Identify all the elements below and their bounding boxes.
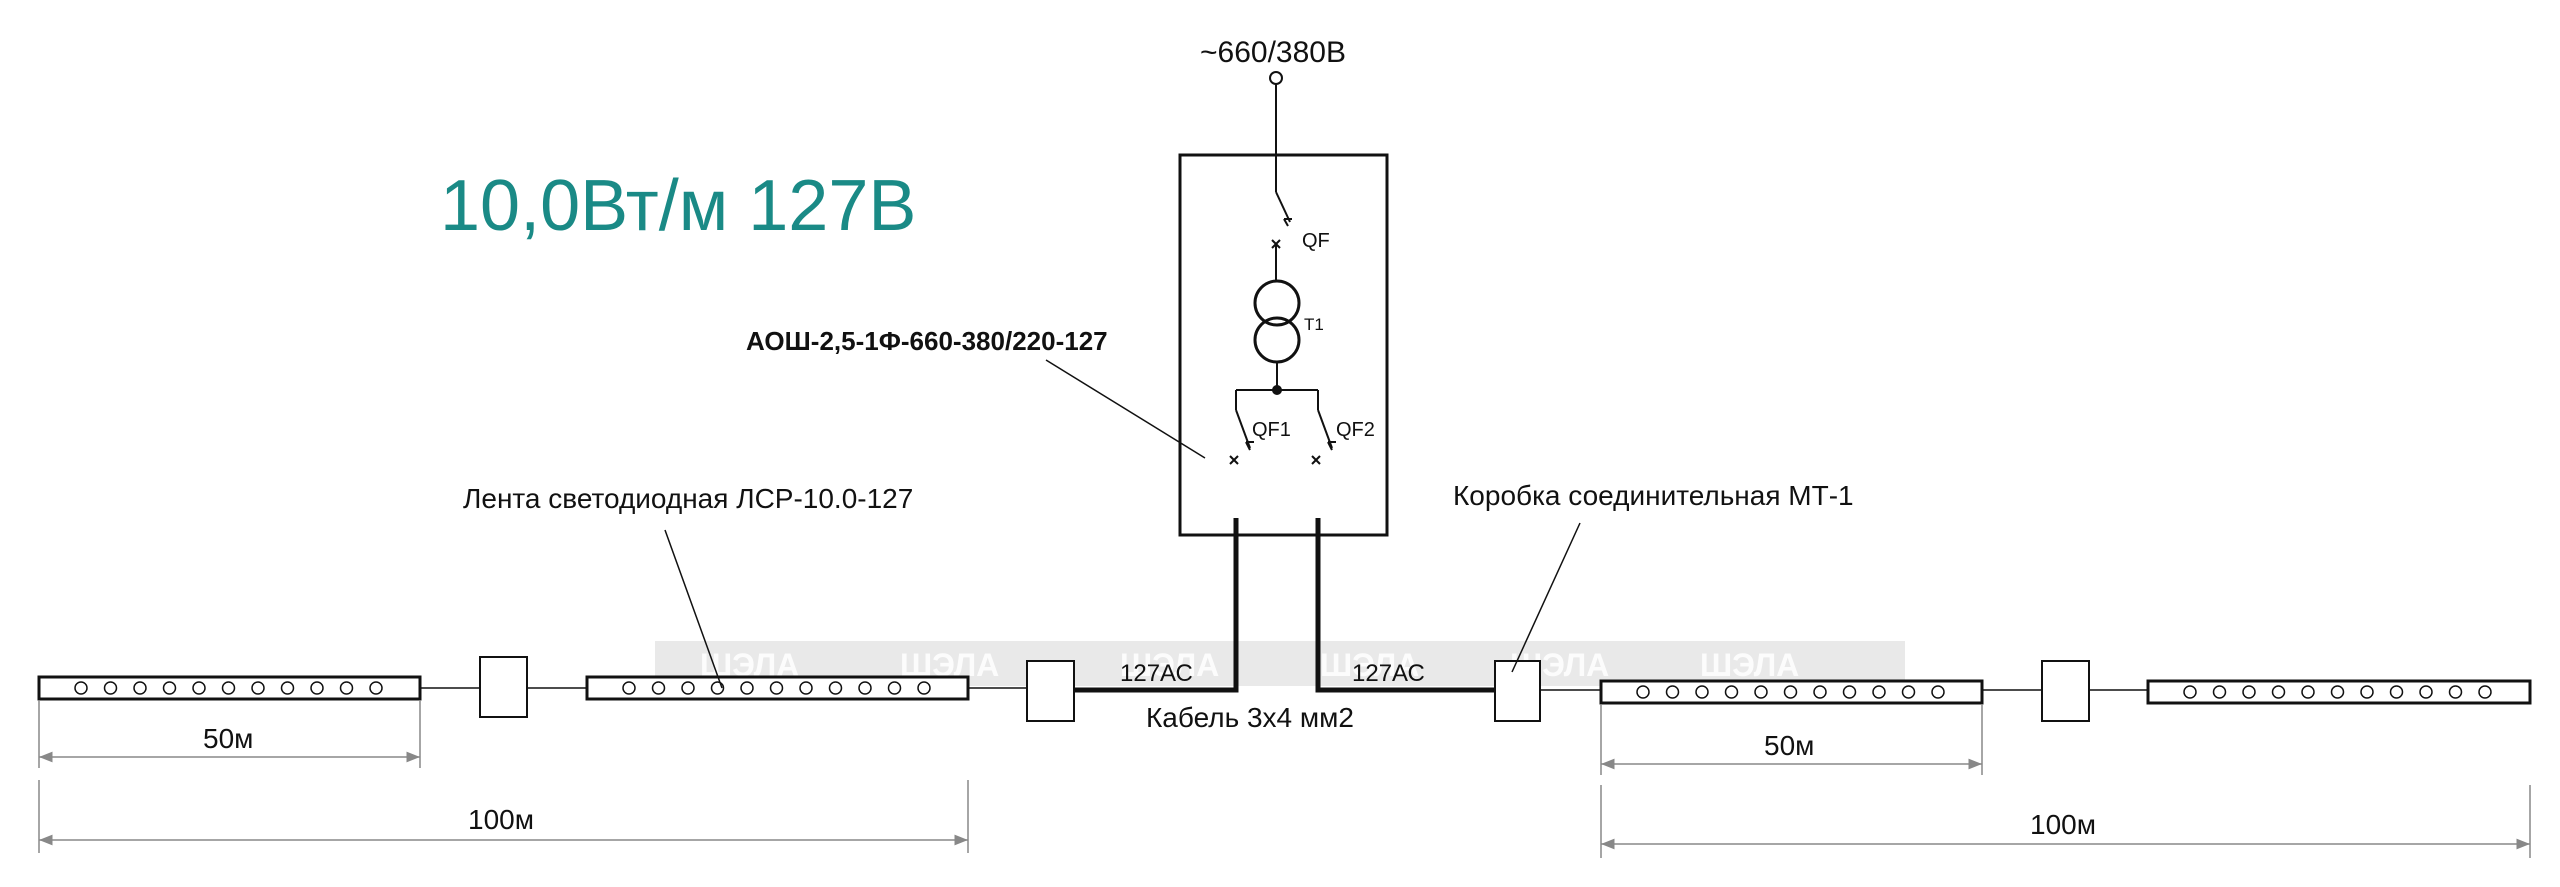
dimension-right-100-label: 100м (2030, 809, 2096, 840)
dimension-left-100-label: 100м (468, 804, 534, 835)
watermark-text: ШЭЛА (1120, 647, 1219, 683)
led-dot (1636, 685, 1650, 699)
supply-terminal (1269, 71, 1283, 192)
led-dot (1813, 685, 1827, 699)
led-strip (2146, 679, 2532, 705)
led-dot (1724, 685, 1739, 699)
led-dot (1901, 685, 1916, 699)
breaker-qf1 (1229, 409, 1254, 465)
led-dot (2419, 685, 2433, 699)
led-dot (1754, 685, 1768, 699)
breaker-qf-label: QF (1302, 230, 1330, 252)
unit-type-label: АОШ-2,5-1Ф-660-380/220-127 (746, 326, 1108, 356)
led-dot (858, 681, 872, 695)
led-dot (681, 681, 695, 695)
led-dot (828, 681, 843, 695)
led-dot (769, 681, 784, 695)
led-dot (2330, 685, 2345, 699)
dimension-right-100 (1600, 785, 2531, 858)
watermark-text: ШЭЛА (1700, 647, 1799, 683)
led-dot (1665, 685, 1680, 699)
led-dot (917, 681, 931, 695)
led-dot (2448, 685, 2463, 699)
breaker-qf2 (1311, 409, 1336, 465)
led-dot (2301, 685, 2315, 699)
led-dot (1695, 685, 1709, 699)
led-strip-label: Лента светодиодная ЛСР-10.0-127 (463, 483, 913, 514)
connecting-wires (420, 687, 2148, 691)
dimension-right-50-label: 50м (1764, 730, 1814, 761)
junction-box-label: Коробка соединительная МТ-1 (1453, 480, 1854, 511)
led-dot (2212, 685, 2227, 699)
cable-right (1315, 518, 1495, 693)
dimension-left-50-label: 50м (203, 723, 253, 754)
led-dot (1931, 685, 1945, 699)
dimension-left-50 (38, 700, 421, 768)
led-dot (192, 681, 206, 695)
connection-box (479, 656, 528, 718)
breaker-qf2-label: QF2 (1336, 419, 1375, 441)
led-dot (133, 681, 147, 695)
led-dot (162, 681, 177, 695)
junction-box-mt1 (1494, 660, 1541, 722)
led-dot (1842, 685, 1857, 699)
led-dot (799, 681, 813, 695)
page-title: 10,0Вт/м 127В (440, 166, 916, 246)
watermark-text: ШЭЛА (1320, 647, 1419, 683)
led-dot (2360, 685, 2374, 699)
led-dot (280, 681, 295, 695)
dimension-right-50 (1600, 704, 1983, 775)
breaker-qf1-label: QF1 (1252, 419, 1291, 441)
dimension-left-100 (38, 780, 969, 853)
led-dot (2183, 685, 2197, 699)
led-strip (1599, 679, 1984, 705)
led-dot (251, 681, 265, 695)
busbar (1235, 385, 1319, 410)
led-dot (2271, 685, 2286, 699)
voltage-label-left: 127АС (1120, 660, 1193, 687)
led-dot (2478, 685, 2492, 699)
led-dot (339, 681, 354, 695)
led-strip (585, 675, 970, 701)
led-dot (221, 681, 236, 695)
cable-label: Кабель 3х4 мм2 (1146, 702, 1354, 733)
breaker-qf (1271, 191, 1292, 280)
led-dot (2389, 685, 2404, 699)
led-dot (887, 681, 902, 695)
unit-leader-line (1045, 359, 1206, 459)
led-dot (369, 681, 383, 695)
transformer-t1 (1253, 279, 1301, 390)
led-dot (310, 681, 324, 695)
voltage-label-right: 127АС (1352, 660, 1425, 687)
connection-box (2041, 660, 2090, 722)
led-dot (74, 681, 88, 695)
led-dot (622, 681, 636, 695)
led-dot (651, 681, 666, 695)
led-dot (1783, 685, 1798, 699)
connection-box (1026, 660, 1075, 722)
supply-voltage-label: ~660/380В (1200, 36, 1346, 69)
led-dot (2242, 685, 2256, 699)
led-strip (37, 675, 422, 701)
led-dot (740, 681, 754, 695)
led-dot (1872, 685, 1886, 699)
cable-left (1074, 518, 1239, 693)
led-strip-leader-line (664, 529, 723, 689)
led-dot (103, 681, 118, 695)
switchgear-cabinet (1178, 153, 1389, 537)
junction-box-leader-line (1511, 522, 1581, 673)
transformer-label: T1 (1304, 315, 1324, 334)
